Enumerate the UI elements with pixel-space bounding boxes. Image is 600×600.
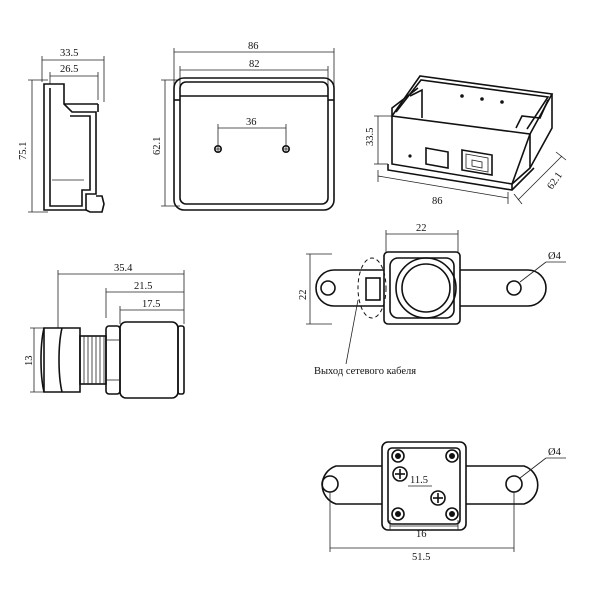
screw-icon: [445, 449, 459, 463]
camera-body-height-label: 22: [298, 290, 309, 301]
screw-hole-icon: [281, 145, 290, 154]
mount-hole-left: [320, 280, 336, 296]
iso-length-label: 86: [432, 196, 443, 207]
lens-icon: [395, 257, 457, 319]
screw-icon: [391, 507, 405, 521]
mount-hole-right: [505, 475, 523, 493]
front-width-outer-label: 86: [248, 41, 259, 52]
lens-length-short-label: 17.5: [142, 299, 160, 310]
side-width-inner-label: 26.5: [60, 64, 78, 75]
screw-spacing-label: 11.5: [410, 475, 428, 486]
bracket-width-label: 16: [416, 529, 427, 540]
side-height-label: 75.1: [18, 142, 29, 160]
camera-body-width-label: 22: [416, 223, 427, 234]
lens-length-total-label: 35.4: [114, 263, 133, 274]
screw-icon: [445, 507, 459, 521]
camera-bottom-view: 11.5 16 51.5 Ø4: [321, 441, 566, 563]
camera-top-view: 22 22 Выход сетевого кабеля Ø4: [298, 223, 566, 377]
side-width-outer-label: 33.5: [60, 48, 78, 59]
lens-length-mid-label: 21.5: [134, 281, 152, 292]
iso-height-label: 33.5: [365, 128, 376, 146]
mount-span-label: 51.5: [412, 552, 430, 563]
mount-hole-right: [506, 280, 522, 296]
phillips-screw-icon: [430, 490, 446, 506]
front-view: 86 82 62.1 36: [152, 41, 335, 211]
lens-diameter-label: 13: [24, 356, 35, 367]
screw-hole-icon: [214, 145, 223, 154]
side-view: 33.5 26.5 75.1: [18, 48, 105, 213]
phillips-screw-icon: [392, 466, 408, 482]
cable-outlet-highlight: [357, 257, 387, 319]
lens-side-view: 35.4 21.5 17.5 13: [24, 263, 185, 399]
camera-bottom-hole-diameter-label: Ø4: [548, 447, 562, 458]
iso-depth-label: 62.1: [545, 170, 565, 191]
iso-view: 33.5 86 62.1: [365, 75, 567, 207]
mount-hole-left: [321, 475, 339, 493]
front-hole-spacing-label: 36: [246, 117, 257, 128]
camera-top-hole-diameter-label: Ø4: [548, 251, 562, 262]
lens-thread: [79, 335, 107, 385]
front-height-label: 62.1: [152, 137, 163, 155]
cable-outlet-label: Выход сетевого кабеля: [314, 366, 416, 377]
front-width-inner-label: 82: [249, 59, 260, 70]
screw-icon: [391, 449, 405, 463]
